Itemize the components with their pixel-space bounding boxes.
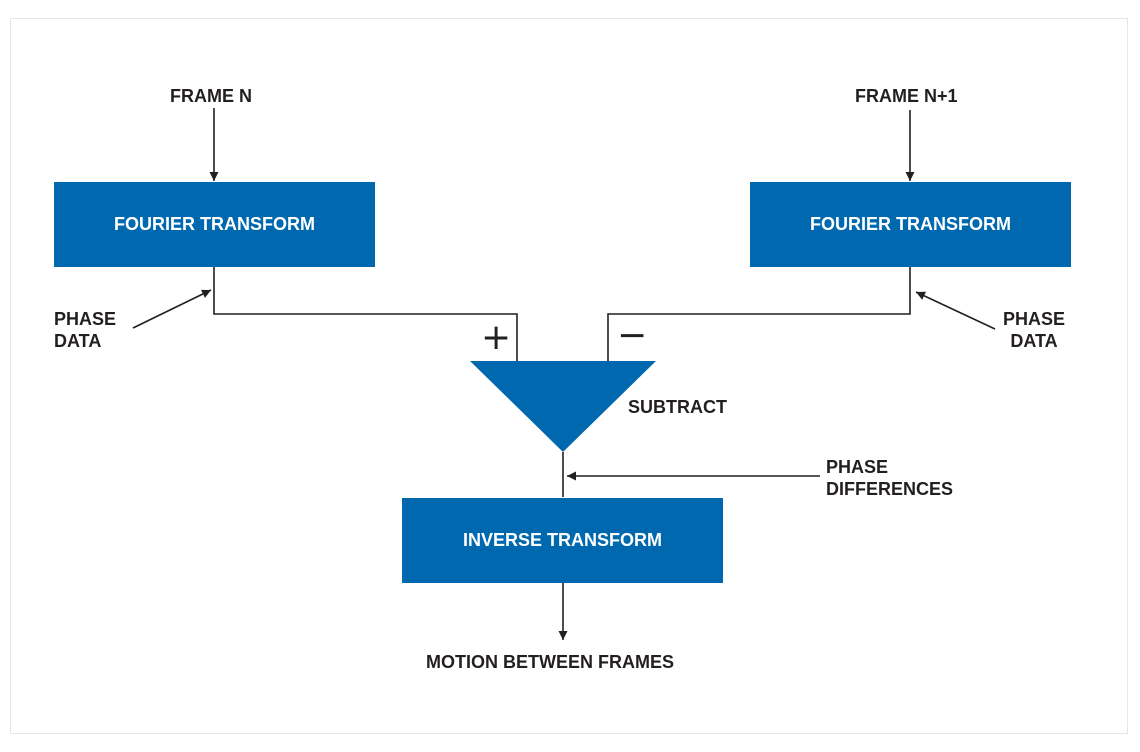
phase-data-left-pointer [132,289,212,329]
phase-data-right-label: PHASE DATA [1003,309,1066,351]
fourier-transform-right-box: FOURIER TRANSFORM [750,182,1071,267]
diagram-frame [10,18,1128,734]
minus-sign: − [617,315,648,356]
right-phase-line [607,267,911,361]
frame-n-label: FRAME N [170,86,252,106]
left-phase-line [213,267,518,361]
inverse-transform-box: INVERSE TRANSFORM [402,498,723,583]
subtract-triangle [470,361,656,452]
fourier-transform-left-box: FOURIER TRANSFORM [54,182,375,267]
phase-data-left-label: PHASE DATA [54,309,117,351]
motion-between-frames-label: MOTION BETWEEN FRAMES [426,652,674,672]
subtract-label: SUBTRACT [628,397,727,417]
phase-differences-label: PHASE DIFFERENCES [826,457,954,499]
plus-sign: + [481,317,512,358]
frame-n1-label: FRAME N+1 [855,86,958,106]
phase-data-right-pointer [915,291,996,330]
